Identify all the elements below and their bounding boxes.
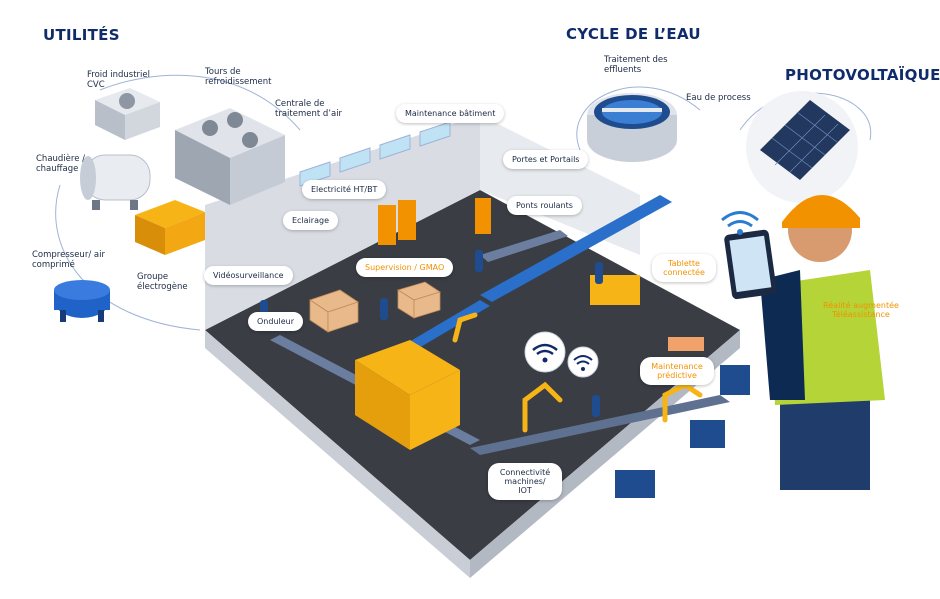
label-boiler: Chaudière / chauffage [36,154,86,174]
machine [615,470,655,498]
compressor [54,280,110,322]
water-treatment-basin [587,93,677,162]
label-process-water: Eau de process [686,93,751,103]
label-building-maintenance: Maintenance bâtiment [396,104,505,123]
door [378,205,396,245]
yellow-machine-top [355,340,460,395]
label-doors-gates: Portes et Portails [503,150,589,169]
door [398,200,416,240]
label-generator: Groupe électrogène [137,272,188,292]
water-cycle-title: CYCLE DE L’EAU [566,25,701,43]
water-connector-curve [576,86,701,151]
utilities-top-curve [99,74,301,131]
label-electricity: Electricité HT/BT [302,180,387,199]
robot-arm [452,312,478,343]
window [419,121,451,147]
door [475,198,491,234]
wifi-bubble-icon [524,331,566,373]
floor-edge-left [205,330,470,578]
technician [721,194,885,490]
label-inverter: Onduleur [248,312,304,331]
label-overhead-cranes: Ponts roulants [507,196,582,215]
label-air-handling: Centrale de traitement d’air [275,99,343,119]
label-predictive-maintenance: Maintenance prédictive [640,357,714,385]
label-industrial-cold: Froid industriel CVC [87,70,150,90]
box [327,301,359,333]
worker-figure [595,262,603,284]
generator [135,200,205,255]
label-iot: Connectivité machines/ IOT [488,463,562,500]
machine [690,420,725,448]
boiler [80,154,151,210]
cooling-towers [175,108,285,205]
yellow-machine-left [355,360,410,450]
label-effluent-treatment: Traitement des effluents [604,55,668,75]
pv-circle [746,91,858,203]
label-cooling-towers: Tours de refroidissement [205,67,272,87]
label-compressor: Compresseur/ air comprimé [32,250,105,270]
crane-rail [480,195,672,302]
worker-figure [592,395,600,417]
label-augmented-reality: Réalité augmentée Téléassistance [823,301,899,319]
machine [720,365,750,395]
wifi-bubble-icon [567,346,599,378]
label-video-surveillance: Vidéosurveillance [204,266,293,285]
window [379,134,411,160]
yellow-machine-right [410,370,460,450]
robot-arm [662,382,703,423]
pallet [668,337,704,351]
box [413,291,441,319]
label-tablet: Tablette connectée [652,254,716,282]
label-lighting: Eclairage [283,211,338,230]
worker-figure [380,298,388,320]
pv-connector-curve [739,92,872,141]
window [339,147,371,173]
utilities-connector-curve [55,184,201,331]
robot-arm [522,381,563,433]
worker-figure [475,250,483,272]
label-supervision: Supervision / GMAO [356,258,454,277]
conveyor [480,230,568,262]
utilities-title: UTILITÉS [43,26,120,44]
photovoltaic-title: PHOTOVOLTAÏQUE [785,66,940,84]
froid-unit [95,88,160,140]
